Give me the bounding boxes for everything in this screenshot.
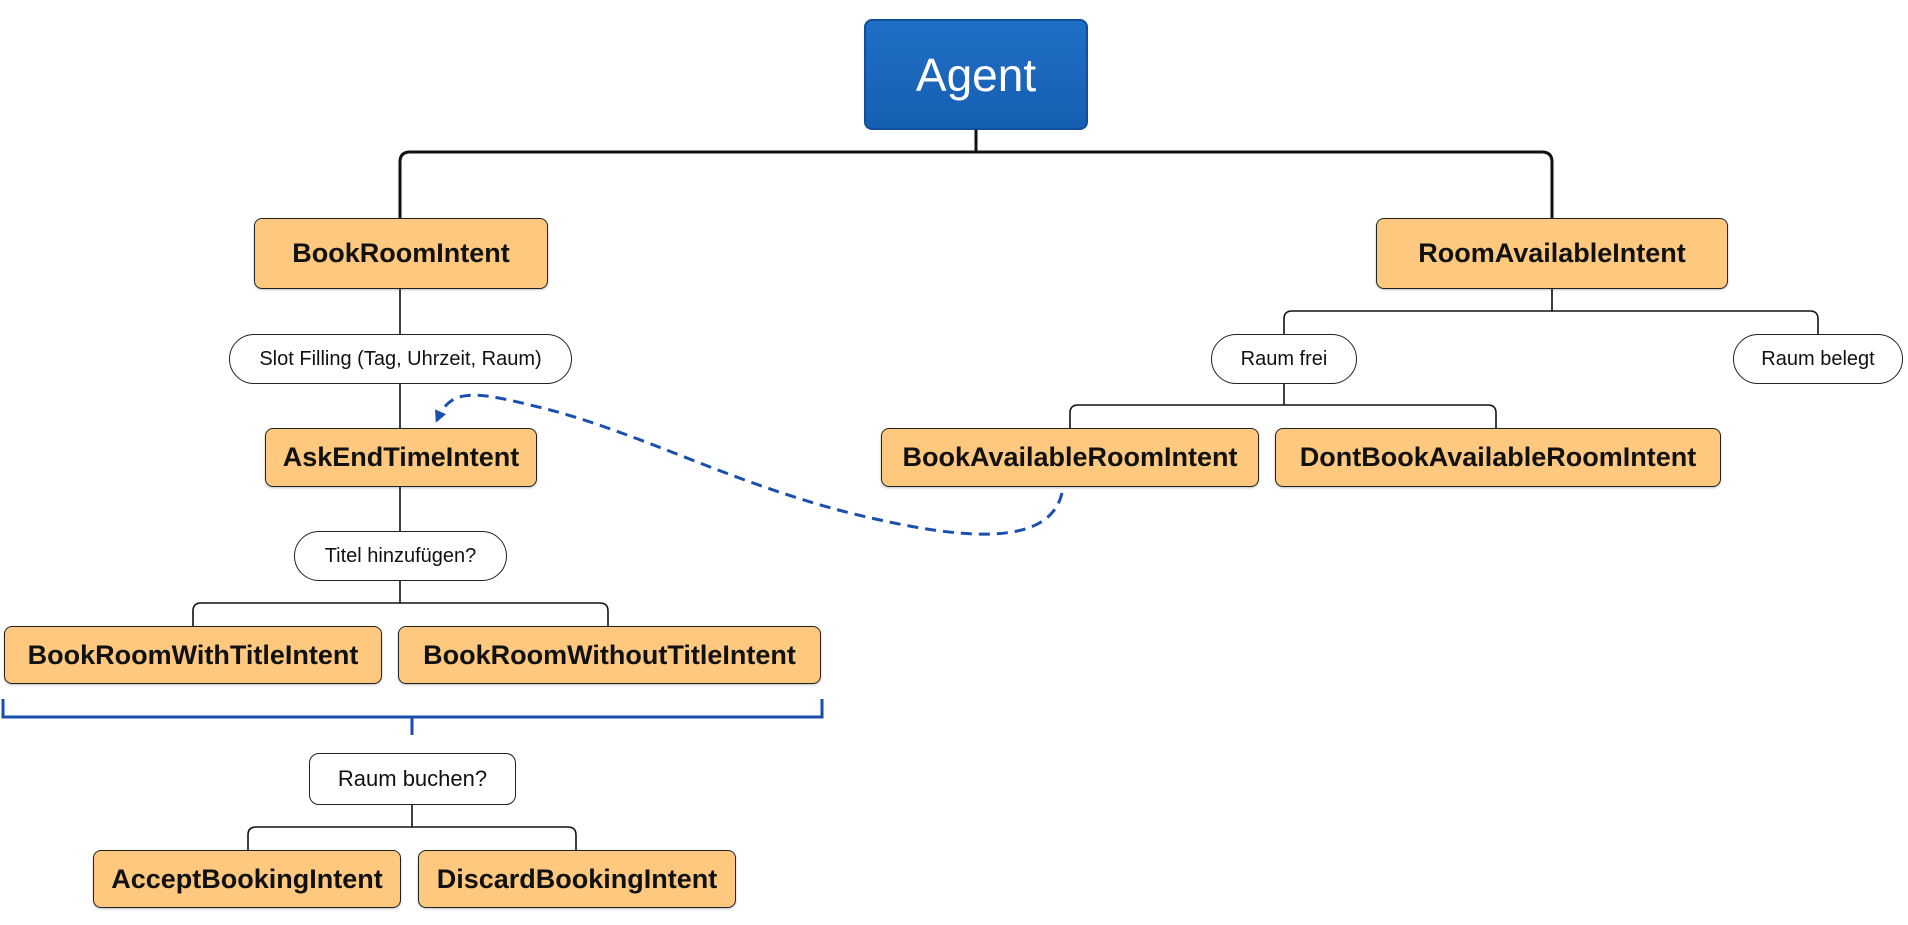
intent-node-book-room-without-title: BookRoomWithoutTitleIntent — [398, 626, 821, 684]
dashed-return-arrow — [435, 393, 1064, 536]
intent-label: AskEndTimeIntent — [282, 442, 520, 472]
intent-label: AcceptBookingIntent — [111, 863, 383, 894]
intent-label: BookRoomWithoutTitleIntent — [423, 639, 796, 670]
agent-label: Agent — [915, 48, 1037, 101]
condition-node-raum-buchen: Raum buchen? — [309, 753, 516, 805]
connector-raumfrei-branch — [1069, 384, 1497, 428]
agent-node: Agent — [864, 19, 1088, 130]
condition-label: Raum frei — [1240, 347, 1328, 370]
condition-node-raum-frei: Raum frei — [1211, 334, 1357, 384]
intent-label: DontBookAvailableRoomIntent — [1299, 442, 1697, 472]
condition-node-slot-filling: Slot Filling (Tag, Uhrzeit, Raum) — [229, 334, 572, 384]
intent-node-accept-booking: AcceptBookingIntent — [93, 850, 401, 908]
intent-node-discard-booking: DiscardBookingIntent — [418, 850, 736, 908]
intent-label: DiscardBookingIntent — [436, 863, 718, 894]
intent-label: BookRoomWithTitleIntent — [27, 639, 359, 670]
intent-node-ask-end-time: AskEndTimeIntent — [265, 428, 537, 487]
condition-node-raum-belegt: Raum belegt — [1733, 334, 1903, 384]
connector-agent-branch — [398, 130, 1554, 218]
intent-label: RoomAvailableIntent — [1418, 238, 1686, 268]
group-bracket — [1, 699, 824, 735]
condition-label: Titel hinzufügen? — [324, 544, 477, 567]
intent-label: BookRoomIntent — [292, 238, 510, 268]
connector-raumbuchen-branch — [247, 805, 577, 850]
intent-node-dont-book-available-room: DontBookAvailableRoomIntent — [1275, 428, 1721, 487]
condition-label: Raum belegt — [1761, 347, 1875, 370]
condition-label: Slot Filling (Tag, Uhrzeit, Raum) — [259, 347, 542, 370]
intent-node-room-available: RoomAvailableIntent — [1376, 218, 1728, 289]
intent-node-book-available-room: BookAvailableRoomIntent — [881, 428, 1259, 487]
intent-label: BookAvailableRoomIntent — [902, 442, 1238, 472]
condition-node-titel-hinzufuegen: Titel hinzufügen? — [294, 531, 507, 581]
connector-titel-branch — [192, 581, 609, 626]
intent-node-book-room: BookRoomIntent — [254, 218, 548, 289]
condition-label: Raum buchen? — [337, 766, 488, 791]
intent-node-book-room-with-title: BookRoomWithTitleIntent — [4, 626, 382, 684]
connector-roomavailable-branch — [1283, 289, 1819, 334]
